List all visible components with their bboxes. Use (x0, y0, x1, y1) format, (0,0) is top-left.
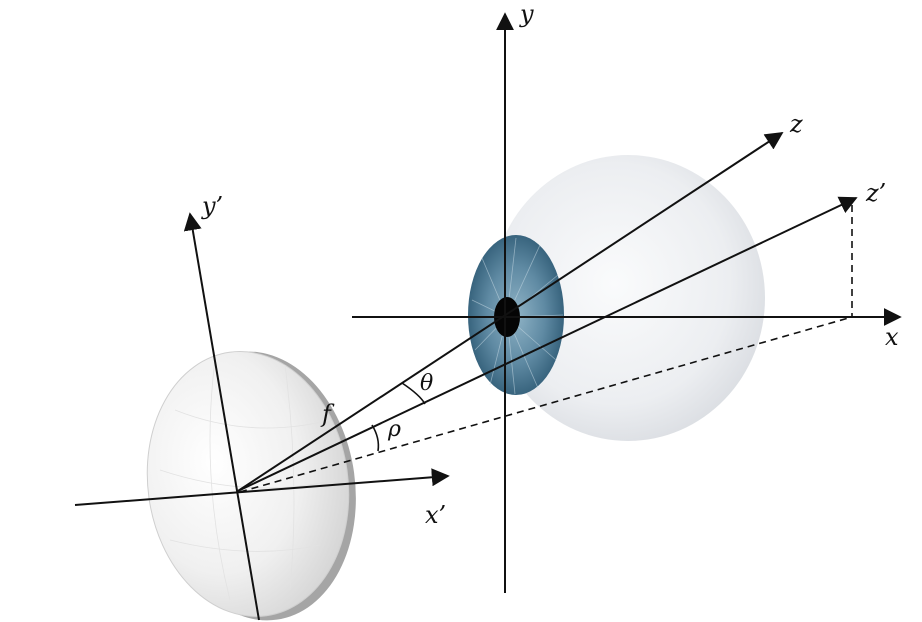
z-axis-label: z (789, 110, 803, 138)
projection-dashed-line (239, 316, 853, 493)
sclera-shape (491, 155, 765, 441)
z-prime-axis (237, 196, 858, 492)
eyeball (468, 155, 765, 441)
z-axis (237, 132, 784, 492)
y-prime-axis (183, 212, 260, 621)
rho-arc (371, 424, 380, 452)
y-prime-axis-label: y’ (201, 192, 223, 220)
theta-label: θ (420, 371, 433, 396)
x-prime-axis-label: x’ (425, 501, 446, 529)
rho-label: ρ (387, 417, 401, 442)
x-prime-axis (74, 468, 450, 506)
theta-arc (401, 382, 426, 405)
x-axis-label: x (885, 323, 899, 351)
z-prime-axis-label: z’ (865, 179, 886, 207)
y-axis-label: y (519, 0, 534, 28)
